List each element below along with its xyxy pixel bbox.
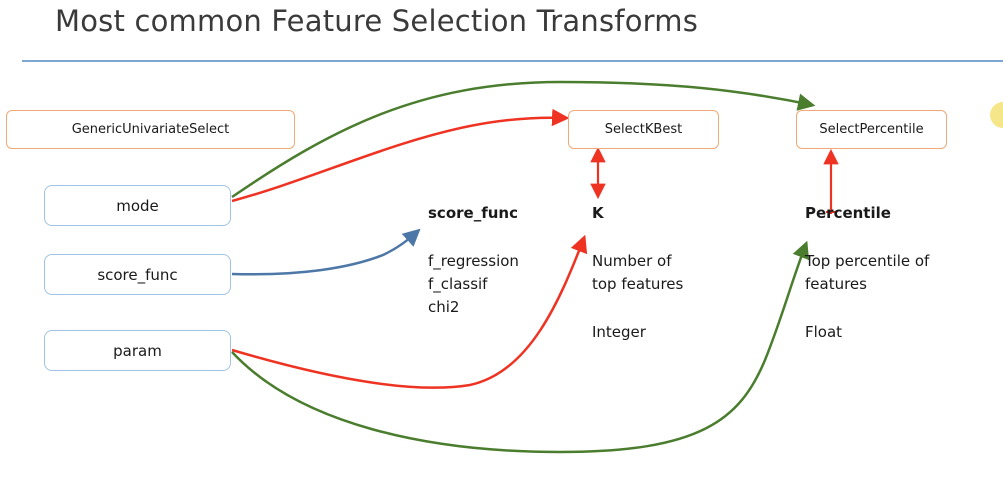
generic-univariate-select-label: GenericUnivariateSelect [71, 122, 230, 137]
cursor-highlight [990, 102, 1003, 128]
slide-title: Most common Feature Selection Transforms [55, 4, 699, 38]
k-heading: K [592, 204, 604, 222]
arrow-mode-to-kbest [231, 108, 570, 203]
k-description-line1: Number of [592, 252, 672, 270]
score-func-label: score_func [97, 265, 178, 284]
select-percentile-box: SelectPercentile [796, 110, 947, 149]
arrow-scorefunc-to-column [231, 228, 421, 276]
score-func-item-3: chi2 [428, 298, 460, 316]
score-func-item-1: f_regression [428, 252, 519, 270]
generic-univariate-select-box: GenericUnivariateSelect [6, 110, 295, 149]
k-type: Integer [592, 323, 646, 341]
k-description-line2: top features [592, 275, 684, 293]
arrow-mode-to-percentile [231, 80, 816, 199]
percentile-type: Float [805, 323, 843, 341]
select-percentile-label: SelectPercentile [819, 122, 924, 137]
arrow-param-to-k [231, 234, 588, 389]
percentile-description-line2: features [805, 275, 867, 293]
param-label: param [113, 341, 162, 360]
percentile-description-line1: Top percentile of [805, 252, 930, 270]
arrow-param-to-percentile [231, 240, 810, 454]
select-kbest-label: SelectKBest [604, 122, 683, 137]
score-func-item-2: f_classif [428, 275, 488, 293]
select-kbest-box: SelectKBest [568, 110, 719, 149]
score-func-box: score_func [44, 254, 231, 295]
title-divider [22, 60, 1003, 62]
score-func-heading: score_func [428, 204, 518, 222]
mode-label: mode [116, 196, 159, 215]
percentile-heading: Percentile [805, 204, 891, 222]
param-box: param [44, 330, 231, 371]
mode-box: mode [44, 185, 231, 226]
